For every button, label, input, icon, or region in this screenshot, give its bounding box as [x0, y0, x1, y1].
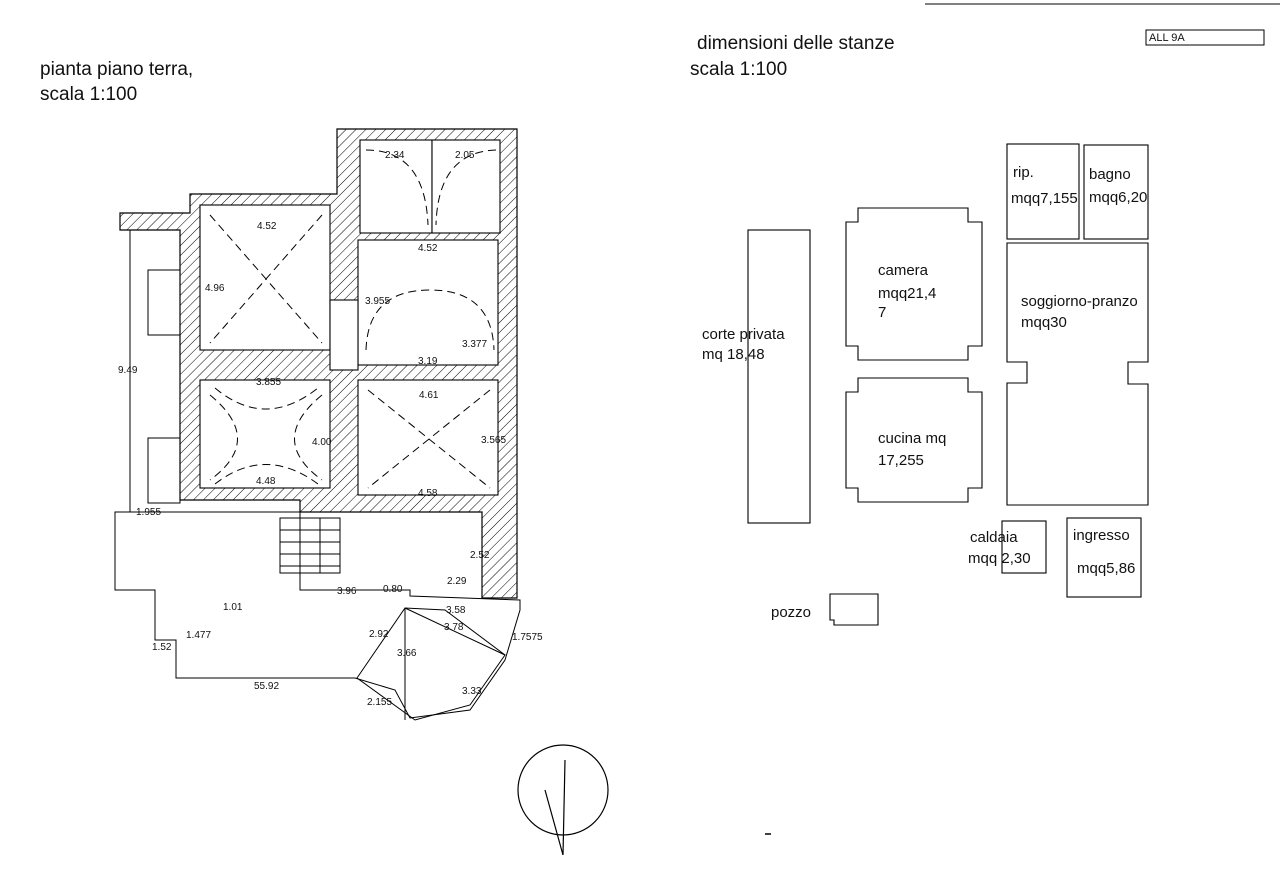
dim-label: 3.66 — [397, 648, 417, 659]
camera-area-2: 7 — [878, 304, 886, 321]
dim-label: 3.565 — [481, 435, 506, 446]
rip-name: rip. — [1013, 164, 1034, 181]
dim-label: 4.00 — [312, 437, 332, 448]
corte-name: corte privata — [702, 326, 785, 343]
camera-name: camera — [878, 262, 929, 279]
cucina-area: 17,255 — [878, 452, 924, 469]
caldaia-name: caldaia — [970, 529, 1018, 546]
plan-room-sw — [199, 379, 331, 489]
room-cucina — [845, 377, 983, 503]
dim-label: 2.155 — [367, 697, 392, 708]
dim-label: 3.19 — [418, 356, 438, 367]
room-corte-privata — [747, 229, 811, 524]
room-camera — [845, 207, 983, 361]
dim-label: 1.477 — [186, 630, 211, 641]
dim-label: 3.33 — [462, 686, 482, 697]
annex-outline — [114, 511, 521, 719]
dim-label: 2.92 — [369, 629, 389, 640]
room-pozzo — [829, 593, 879, 626]
dim-label: 2.29 — [447, 576, 467, 587]
dim-label: 0.80 — [383, 584, 403, 595]
rooms-title-line1: dimensioni delle stanze — [697, 33, 895, 54]
staircase — [279, 517, 341, 574]
dim-label: 55.92 — [254, 681, 279, 692]
dim-label: 3.78 — [444, 622, 464, 633]
dim-label: 3.58 — [446, 605, 466, 616]
dim-label: 1.01 — [223, 602, 243, 613]
soggiorno-name: soggiorno-pranzo — [1021, 293, 1138, 310]
plan-corridor — [329, 299, 359, 371]
rooms-title-line2: scala 1:100 — [690, 59, 787, 80]
dim-label: 4.58 — [418, 488, 438, 499]
rip-area: mqq7,155 — [1011, 190, 1078, 207]
dim-label: 3.96 — [337, 586, 357, 597]
bagno-name: bagno — [1089, 166, 1131, 183]
dim-label: 3.377 — [462, 339, 487, 350]
room-soggiorno — [1006, 242, 1149, 506]
soggiorno-area: mqq30 — [1021, 314, 1067, 331]
caldaia-area: mqq 2,30 — [968, 550, 1031, 567]
plan-title-line1: pianta piano terra, — [40, 59, 193, 80]
cucina-name: cucina mq — [878, 430, 946, 447]
plan-room-n2 — [431, 139, 501, 234]
dim-label: 2.34 — [385, 150, 405, 161]
plan-title-line2: scala 1:100 — [40, 84, 137, 105]
sheet-tag-box: ALL 9A — [1145, 29, 1265, 46]
dim-label: 4.52 — [257, 221, 277, 232]
north-arrow — [517, 744, 609, 856]
dim-label: 4.96 — [205, 283, 225, 294]
corte-area: mq 18,48 — [702, 346, 765, 363]
sheet-tag: ALL 9A — [1149, 32, 1185, 44]
dim-label: 1.955 — [136, 507, 161, 518]
ingresso-name: ingresso — [1073, 527, 1130, 544]
room-ingresso — [1066, 517, 1142, 598]
dim-label: 1.7575 — [512, 632, 543, 643]
floor-plan: 2.34 2.05 4.52 4.52 4.96 3.955 3.377 3.1… — [114, 128, 609, 856]
pozzo-name: pozzo — [771, 604, 811, 621]
plan-room-n1 — [359, 139, 433, 234]
dim-label: 2.52 — [470, 550, 490, 561]
room-bagno — [1083, 144, 1149, 240]
dim-label: 4.61 — [419, 390, 439, 401]
ingresso-area: mqq5,86 — [1077, 560, 1135, 577]
dim-label: 2.05 — [455, 150, 475, 161]
room-diagram: rip. mqq7,155 bagno mqq6,20 camera mqq21… — [702, 143, 1149, 835]
camera-area-1: mqq21,4 — [878, 285, 936, 302]
dim-label: 4.52 — [418, 243, 438, 254]
dim-label: 9.49 — [118, 365, 138, 376]
room-rip — [1006, 143, 1080, 240]
room-caldaia — [1001, 520, 1047, 574]
dim-label: 1.52 — [152, 642, 172, 653]
bagno-area: mqq6,20 — [1089, 189, 1147, 206]
dim-label: 3.955 — [365, 296, 390, 307]
dim-label: 3.855 — [256, 377, 281, 388]
dim-label: 4.48 — [256, 476, 276, 487]
